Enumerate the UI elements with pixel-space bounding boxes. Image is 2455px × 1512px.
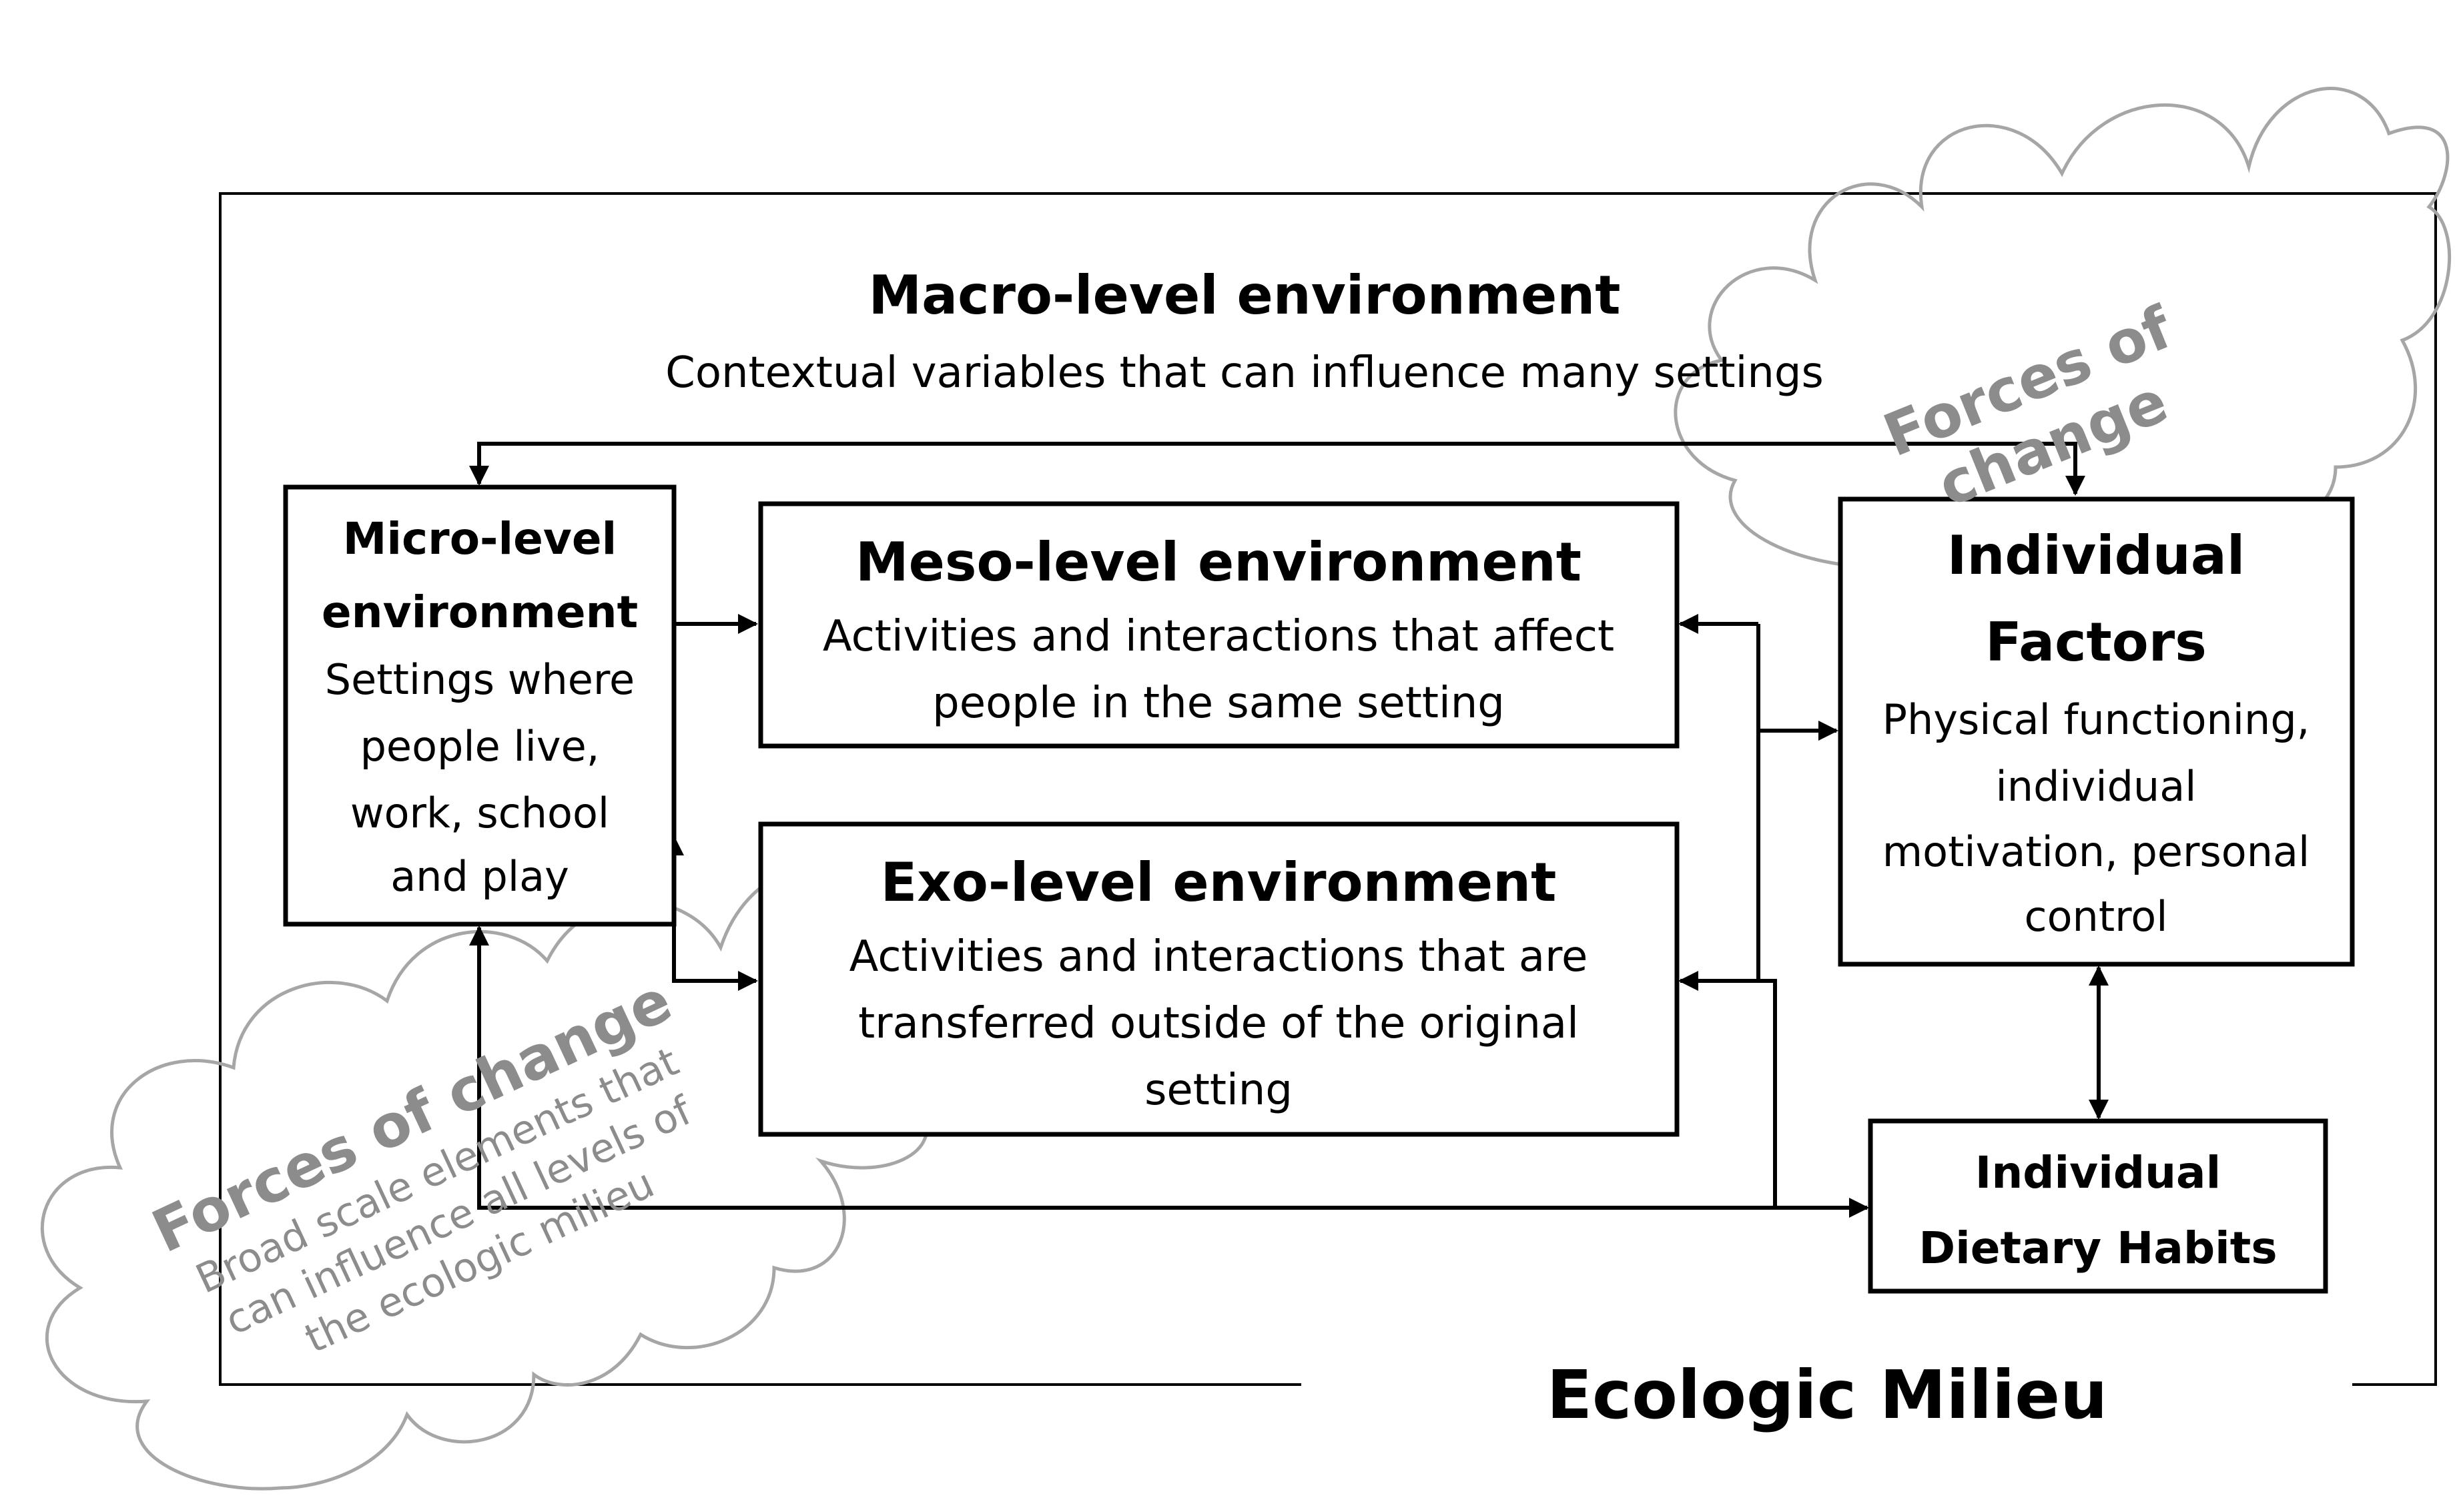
exo-body-line-2: transferred outside of the original — [858, 999, 1579, 1048]
individual-factors-title-line-1: Individual — [1947, 524, 2245, 587]
micro-body-line-3: work, school — [350, 789, 609, 837]
exo-title: Exo-level environment — [881, 851, 1557, 913]
dietary-habits-box: Individual Dietary Habits — [1868, 1118, 2328, 1294]
dietary-to-micro-connector — [469, 925, 1867, 1210]
individual-factors-box: Individual Factors Physical functioning,… — [1838, 496, 2355, 967]
meso-level-box: Meso-level environment Activities and in… — [758, 501, 1680, 749]
micro-level-box: Micro-level environment Settings where p… — [283, 484, 677, 927]
micro-to-exo-arrow — [672, 834, 758, 991]
meso-body-line-1: Activities and interactions that affect — [823, 612, 1614, 661]
micro-body-line-4: and play — [390, 852, 569, 901]
macro-title: Macro-level environment — [869, 264, 1621, 326]
micro-body-line-2: people live, — [360, 722, 600, 771]
individual-factors-body-line-1: Physical functioning, — [1882, 695, 2310, 744]
forces-of-change-bottom: Forces of change Broad scale elements th… — [142, 966, 700, 1363]
dietary-title-line-2: Dietary Habits — [1918, 1222, 2277, 1274]
individual-factors-body-line-2: individual — [1996, 762, 2197, 811]
micro-body-line-1: Settings where — [325, 655, 635, 704]
individual-factors-title-line-2: Factors — [1985, 611, 2207, 673]
ecologic-milieu-label: Ecologic Milieu — [1547, 1356, 2108, 1434]
micro-title-line-1: Micro-level — [343, 513, 617, 564]
dietary-title-line-1: Individual — [1975, 1147, 2221, 1198]
ecologic-milieu-frame — [219, 192, 2437, 1386]
micro-individual-top-connector — [469, 442, 2085, 496]
micro-title-line-2: environment — [322, 587, 638, 638]
individual-factors-body-line-3: motivation, personal — [1882, 827, 2310, 876]
meso-title: Meso-level environment — [855, 531, 1582, 593]
exo-body-line-3: setting — [1144, 1066, 1293, 1115]
exo-to-dietary-connector — [1758, 979, 1869, 1218]
exo-level-box: Exo-level environment Activities and int… — [758, 821, 1680, 1137]
meso-body-line-2: people in the same setting — [932, 679, 1505, 728]
macro-subtitle: Contextual variables that can influence … — [665, 348, 1824, 398]
exo-body-line-1: Activities and interactions that are — [849, 932, 1588, 982]
individual-factors-body-line-4: control — [2025, 892, 2168, 941]
forces-of-change-top: Forces of change — [1874, 292, 2182, 520]
